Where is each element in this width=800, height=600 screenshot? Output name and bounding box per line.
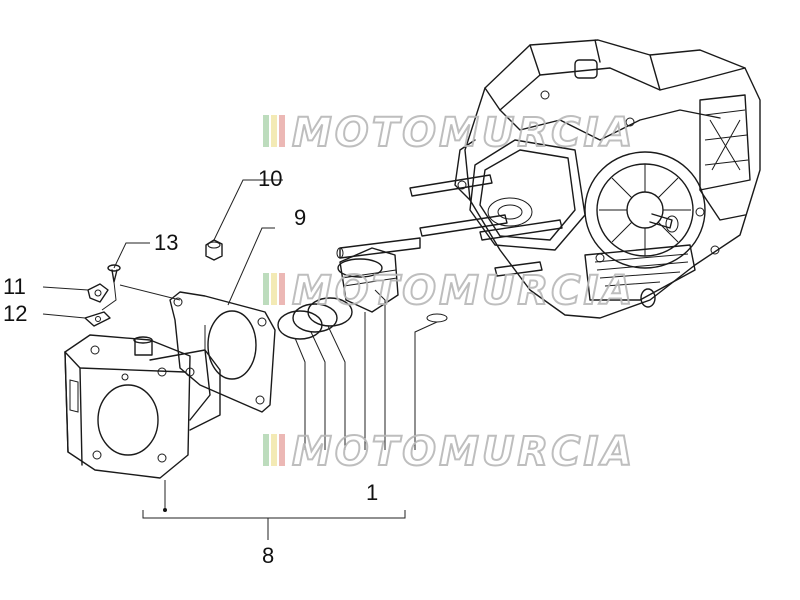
piston-pin [336, 237, 421, 259]
watermark-middle: MOTOMURCIA [263, 267, 635, 315]
callout-8: 8 [262, 543, 274, 568]
callout-12: 12 [3, 301, 27, 326]
cylinder [64, 334, 221, 479]
callout-9: 9 [294, 205, 306, 230]
nut-10 [205, 239, 223, 261]
cylinder-studs [409, 174, 563, 277]
watermark-text: MOTOMURCIA [292, 110, 635, 156]
bracket-11 [87, 283, 109, 303]
callouts: 10 9 13 11 12 1 8 [3, 166, 378, 568]
watermark-text: MOTOMURCIA [292, 268, 635, 314]
leader-lines [42, 179, 438, 540]
watermark-top: MOTOMURCIA [263, 109, 635, 157]
callout-1: 1 [366, 480, 378, 505]
head-gasket [169, 291, 276, 413]
watermark-bottom: MOTOMURCIA [263, 428, 635, 476]
piston-rings [277, 297, 353, 340]
callout-13: 13 [154, 230, 178, 255]
crankcase [454, 39, 761, 319]
watermark-text: MOTOMURCIA [292, 429, 635, 475]
callout-11: 11 [3, 274, 26, 299]
piston [337, 247, 399, 313]
circlip [426, 313, 448, 323]
gasket-12 [84, 311, 111, 327]
callout-10: 10 [258, 166, 282, 191]
